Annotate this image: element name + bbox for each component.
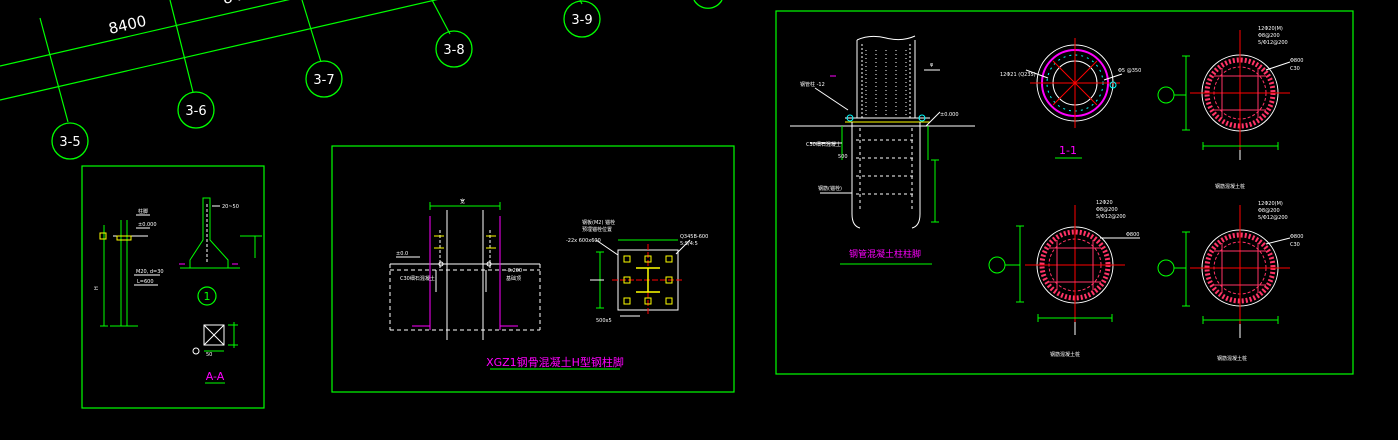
svg-text:Φ8@200: Φ8@200 <box>1258 208 1280 214</box>
left-section-note: 20~50 <box>222 204 239 210</box>
column-elevation-notes: 钢管柱 -12 C30细石混凝土 钢筋(锚栓) ±0.000 φ 500 <box>800 62 959 192</box>
pile-bottom-right-notes: 12Φ20(M) Φ8@200 5/Φ12@200 Φ800 C30 钢筋混凝土… <box>1217 201 1303 362</box>
axis-label: 3-6 <box>185 104 206 119</box>
detail-number: 1 <box>204 290 211 303</box>
svg-text:C30: C30 <box>1290 242 1300 248</box>
svg-text:12Φ20(M): 12Φ20(M) <box>1258 26 1283 32</box>
svg-text:5/Φ12@200: 5/Φ12@200 <box>1258 215 1288 221</box>
middle-elevation-detail <box>389 202 541 340</box>
svg-text:钢筋混凝土桩: 钢筋混凝土桩 <box>1050 351 1080 358</box>
svg-text:5/Φ12@200: 5/Φ12@200 <box>1096 214 1126 220</box>
grid-line-3-5 <box>39 17 69 123</box>
svg-text:H: H <box>94 286 100 290</box>
grid-dimension-label-partial: 84 <box>221 0 244 8</box>
svg-text:C30: C30 <box>1290 66 1300 72</box>
sheet-left[interactable]: 柱脚 ±0.000 M20, d=30 L=600 H 20~50 1 <box>81 165 265 409</box>
grid-line-3-8 <box>431 0 451 35</box>
left-section-detail <box>179 197 262 269</box>
axis-label: 3-8 <box>443 43 464 58</box>
svg-text:宽: 宽 <box>460 198 465 205</box>
left-elevation-detail <box>99 214 160 327</box>
svg-text:基础顶: 基础顶 <box>506 275 521 282</box>
axis-bubble-3-8[interactable]: 3-8 <box>435 30 473 68</box>
pile-section-top-right <box>1157 30 1291 160</box>
svg-text:钢板(M2) 锚栓: 钢板(M2) 锚栓 <box>582 219 615 226</box>
middle-sheet-title: XGZ1钢骨混凝土H型钢柱脚 <box>486 355 624 369</box>
pile-bottom-middle-notes: 12Φ20 Φ8@200 5/Φ12@200 Φ800 钢筋混凝土桩 <box>1050 200 1139 358</box>
svg-text:5:5/4:5: 5:5/4:5 <box>680 241 698 247</box>
axis-bubble-3-5[interactable]: 3-5 <box>51 122 89 160</box>
svg-text:Φ800: Φ800 <box>1290 58 1303 64</box>
section-aa-dimension: 50 <box>206 352 212 358</box>
svg-text:5/Φ12@200: 5/Φ12@200 <box>1258 40 1288 46</box>
axis-label: 3-7 <box>313 73 334 88</box>
sheet-middle[interactable]: 宽 ±0.0 C30细石混凝土 -0.200 基础顶 <box>331 145 735 393</box>
axis-bubble-partial <box>693 0 723 9</box>
svg-text:12Φ20: 12Φ20 <box>1096 200 1113 206</box>
svg-text:Φ5 @350: Φ5 @350 <box>1118 68 1141 74</box>
structural-grid <box>0 0 583 123</box>
svg-text:-22x 600x600: -22x 600x600 <box>566 238 601 244</box>
svg-text:M20, d=30: M20, d=30 <box>136 269 164 275</box>
axis-label: 3-5 <box>59 135 80 150</box>
section-1-1-detail <box>1025 38 1123 128</box>
grid-line-3-6 <box>169 0 194 93</box>
steel-tube-column-elevation <box>790 35 975 229</box>
svg-text:钢筋(锚栓): 钢筋(锚栓) <box>818 185 842 192</box>
svg-text:φ: φ <box>930 62 934 68</box>
svg-text:-0.200: -0.200 <box>506 268 522 274</box>
svg-text:Φ800: Φ800 <box>1126 232 1139 238</box>
svg-text:L=600: L=600 <box>137 279 154 285</box>
svg-text:钢筋混凝土桩: 钢筋混凝土桩 <box>1217 355 1247 362</box>
svg-text:Φ8@200: Φ8@200 <box>1096 207 1118 213</box>
svg-text:500x5: 500x5 <box>596 318 612 324</box>
middle-elevation-notes: 宽 ±0.0 C30细石混凝土 -0.200 基础顶 <box>396 198 522 282</box>
svg-text:C30细石混凝土: C30细石混凝土 <box>400 275 435 282</box>
svg-text:钢筋混凝土桩: 钢筋混凝土桩 <box>1215 183 1245 190</box>
svg-text:预埋锚栓位置: 预埋锚栓位置 <box>582 226 612 233</box>
section-aa-label: A-A <box>206 370 225 383</box>
svg-text:钢管柱 -12: 钢管柱 -12 <box>800 81 825 88</box>
left-elevation-notes: 柱脚 ±0.000 M20, d=30 L=600 H <box>94 208 164 290</box>
svg-text:12Φ21 (Q235): 12Φ21 (Q235) <box>1000 72 1036 78</box>
axis-bubble-3-9[interactable]: 3-9 <box>563 0 601 38</box>
axis-bubble-3-6[interactable]: 3-6 <box>177 91 215 129</box>
svg-text:Φ800: Φ800 <box>1290 234 1303 240</box>
svg-text:C30细石混凝土: C30细石混凝土 <box>806 141 841 148</box>
column-elevation-title: 钢管混凝土柱柱脚 <box>849 248 921 260</box>
sheet-left-frame <box>81 165 265 409</box>
svg-text:±0.000: ±0.000 <box>940 112 959 118</box>
svg-text:±0.0: ±0.0 <box>396 251 408 257</box>
svg-text:Φ8@200: Φ8@200 <box>1258 33 1280 39</box>
svg-text:柱脚: 柱脚 <box>138 208 148 215</box>
section-1-1-label: 1-1 <box>1059 144 1077 157</box>
section-aa-detail <box>192 322 238 355</box>
grid-line-upper <box>0 0 290 67</box>
grid-line-lower <box>0 0 438 101</box>
base-plate-plan <box>590 239 691 317</box>
sheet-right-frame <box>775 10 1354 375</box>
detail-bubble[interactable]: 1 <box>197 286 217 306</box>
section-1-1-notes: 12Φ21 (Q235) Φ5 @350 <box>1000 68 1141 78</box>
pile-section-bottom-right <box>1157 205 1291 338</box>
svg-text:Q345B-600: Q345B-600 <box>680 234 708 240</box>
axis-bubble-3-7[interactable]: 3-7 <box>305 60 343 98</box>
pile-top-right-notes: 12Φ20(M) Φ8@200 5/Φ12@200 Φ800 C30 钢筋混凝土… <box>1215 26 1303 190</box>
sheet-right[interactable]: 钢管柱 -12 C30细石混凝土 钢筋(锚栓) ±0.000 φ 500 钢管混… <box>775 10 1354 375</box>
axis-label: 3-9 <box>571 13 592 28</box>
pile-section-bottom-middle <box>988 205 1140 335</box>
svg-text:500: 500 <box>838 154 848 160</box>
sheet-middle-frame <box>331 145 735 393</box>
svg-text:12Φ20(M): 12Φ20(M) <box>1258 201 1283 207</box>
base-plate-notes: 钢板(M2) 锚栓 预埋锚栓位置 -22x 600x600 Q345B-600 … <box>566 219 708 324</box>
svg-text:±0.000: ±0.000 <box>138 222 157 228</box>
grid-line-3-7 <box>301 0 322 63</box>
